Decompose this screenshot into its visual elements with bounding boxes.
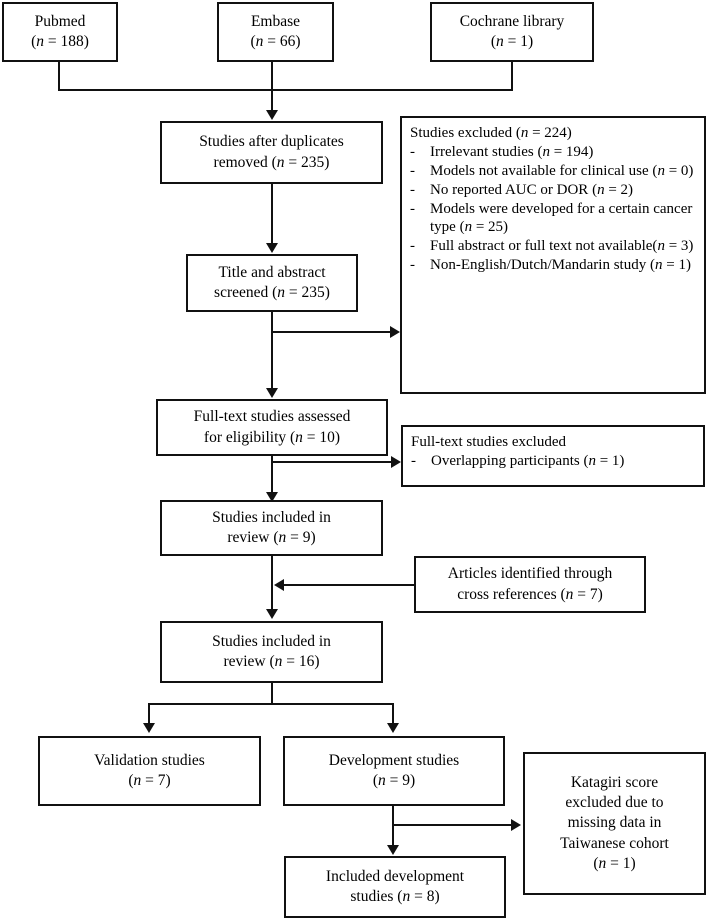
connector-fulltext-to-included9 [271, 456, 273, 494]
node-fulltext-assessed: Full-text studies assessed for eligibili… [156, 399, 388, 456]
connector-sources-bus [58, 89, 513, 91]
node-title-abstract-line1: Title and abstract [218, 263, 326, 281]
node-cross-references: Articles identified through cross refere… [414, 556, 646, 613]
node-duplicates-count: removed (n = 235) [213, 153, 330, 171]
fulltext-excluded-headline: Full-text studies excluded [411, 434, 566, 450]
bullet-dash: - [410, 162, 415, 179]
bullet-dash: - [410, 200, 415, 217]
studies-excluded-item: - Irrelevant studies (n = 194) [410, 143, 698, 162]
connector-embase-down [271, 62, 273, 91]
connector-duplicates-to-title [271, 184, 273, 246]
node-embase-count: (n = 66) [250, 33, 301, 50]
connector-development-to-katagiri [392, 824, 511, 826]
node-embase-line1: Embase [250, 12, 301, 30]
arrowhead-to-included-development [387, 845, 399, 855]
node-katagiri-count: (n = 1) [593, 854, 636, 872]
arrowhead-to-validation [143, 723, 155, 733]
bullet-dash: - [410, 238, 415, 255]
node-included-review-9: Studies included in review (n = 9) [160, 500, 383, 556]
studies-excluded-item: - Models not available for clinical use … [410, 162, 698, 181]
node-validation-count: (n = 7) [128, 772, 171, 789]
node-duplicates-line1: Studies after duplicates [199, 133, 344, 151]
node-title-abstract-count: screened (n = 235) [214, 284, 330, 301]
connector-crossrefs-to-main [284, 584, 414, 586]
node-pubmed-count: (n = 188) [31, 33, 89, 50]
connector-pubmed-down [58, 62, 60, 91]
connector-fulltext-to-excluded [271, 461, 392, 463]
node-included-development-studies: Included development studies (n = 8) [284, 856, 506, 918]
studies-excluded-headline: Studies excluded (n = 224) [410, 125, 572, 141]
node-development-count: (n = 9) [372, 772, 416, 789]
connector-title-to-fulltext [271, 312, 273, 391]
studies-excluded-item: - Models were developed for a certain ca… [410, 200, 698, 238]
node-embase: Embase (n = 66) [217, 2, 334, 62]
node-katagiri-line2: excluded due to [565, 794, 664, 812]
bullet-text: Models were developed for a certain canc… [430, 200, 693, 236]
node-included-dev-count: studies (n = 8) [350, 888, 440, 905]
node-fulltext-assessed-count: for eligibility (n = 10) [203, 428, 341, 446]
bullet-dash: - [411, 452, 416, 469]
node-fulltext-assessed-line1: Full-text studies assessed [193, 408, 351, 426]
node-included-16-count: review (n = 16) [223, 653, 320, 670]
arrowhead-to-duplicates [266, 110, 278, 120]
bullet-dash: - [410, 181, 415, 198]
node-duplicates-removed: Studies after duplicates removed (n = 23… [160, 121, 383, 184]
arrowhead-to-fulltext-assessed [266, 388, 278, 398]
node-fulltext-excluded: Full-text studies excluded - Overlapping… [401, 425, 705, 487]
node-cross-refs-line1: Articles identified through [447, 565, 613, 583]
node-included-16-line1: Studies included in [212, 632, 331, 650]
studies-excluded-item: - No reported AUC or DOR (n = 2) [410, 181, 698, 200]
arrowhead-to-title-abstract [266, 243, 278, 253]
node-included-9-count: review (n = 9) [227, 529, 316, 546]
fulltext-excluded-list: Full-text studies excluded - Overlapping… [411, 433, 697, 471]
bullet-text: Models not available for clinical use (n… [430, 162, 694, 179]
bullet-text: Non-English/Dutch/Mandarin study (n = 1) [430, 257, 691, 274]
arrowhead-crossrefs-merge [274, 579, 284, 591]
arrowhead-to-included-9 [266, 492, 278, 502]
node-validation-line1: Validation studies [94, 751, 205, 769]
node-katagiri-line1: Katagiri score [570, 774, 659, 792]
node-included-9-line1: Studies included in [212, 508, 331, 526]
connector-development-down [392, 806, 394, 848]
node-katagiri-line3: missing data in [567, 814, 662, 832]
node-studies-excluded: Studies excluded (n = 224) - Irrelevant … [400, 116, 706, 394]
bullet-text: Overlapping participants (n = 1) [431, 452, 625, 469]
studies-excluded-list: Studies excluded (n = 224) - Irrelevant … [410, 124, 698, 275]
studies-excluded-item: - Full abstract or full text not availab… [410, 237, 698, 256]
node-katagiri-excluded: Katagiri score excluded due to missing d… [523, 752, 706, 895]
studies-excluded-item: - Non-English/Dutch/Mandarin study (n = … [410, 256, 698, 275]
arrowhead-to-studies-excluded [390, 326, 400, 338]
node-cochrane-count: (n = 1) [490, 33, 534, 50]
connector-title-to-excluded [271, 331, 391, 333]
node-included-dev-line1: Included development [325, 867, 465, 885]
node-cochrane-line1: Cochrane library [459, 12, 565, 30]
bullet-dash: - [410, 257, 415, 274]
bullet-dash: - [410, 143, 415, 160]
node-katagiri-line4: Taiwanese cohort [560, 834, 669, 852]
node-development-studies: Development studies (n = 9) [283, 736, 505, 806]
arrowhead-to-included-16 [266, 609, 278, 619]
bullet-text: Full abstract or full text not available… [430, 238, 694, 255]
arrowhead-to-katagiri [511, 819, 521, 831]
connector-bus-to-development [392, 703, 394, 726]
node-development-line1: Development studies [328, 751, 460, 769]
node-cross-refs-count: cross references (n = 7) [457, 585, 603, 603]
bullet-text: Irrelevant studies (n = 194) [430, 143, 594, 160]
connector-included9-to-included16 [271, 556, 273, 612]
node-pubmed-line1: Pubmed [34, 12, 86, 30]
connector-split-bus [148, 703, 394, 705]
fulltext-excluded-item: - Overlapping participants (n = 1) [411, 452, 697, 471]
bullet-text: No reported AUC or DOR (n = 2) [430, 181, 634, 198]
connector-bus-to-validation [148, 703, 150, 726]
node-validation-studies: Validation studies (n = 7) [38, 736, 261, 806]
arrowhead-to-fulltext-excluded [391, 456, 401, 468]
node-cochrane-library: Cochrane library (n = 1) [430, 2, 594, 62]
arrowhead-to-development [387, 723, 399, 733]
node-title-abstract-screened: Title and abstract screened (n = 235) [186, 254, 358, 312]
connector-cochrane-down [511, 62, 513, 91]
connector-bus-to-duplicates [271, 89, 273, 113]
node-pubmed: Pubmed (n = 188) [2, 2, 118, 62]
connector-included16-down [271, 683, 273, 705]
node-included-review-16: Studies included in review (n = 16) [160, 621, 383, 683]
